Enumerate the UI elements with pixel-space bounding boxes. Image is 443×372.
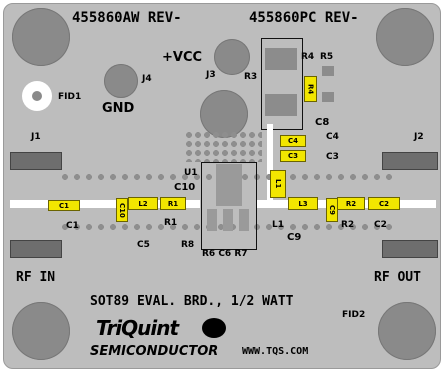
fiducial-1-dot: [32, 91, 42, 101]
l3-component: L3: [288, 197, 318, 210]
c4-component: C4: [280, 135, 306, 147]
r5-label: R5: [320, 52, 334, 62]
r1-label: R1: [164, 218, 178, 228]
c9-component: C9: [326, 198, 338, 222]
board-title: SOT89 EVAL. BRD., 1/2 WATT: [90, 294, 294, 309]
r4-component: R4: [304, 76, 317, 102]
rf-out-label: RF OUT: [374, 270, 421, 285]
u1-pin-mid: [223, 209, 233, 231]
j4-label: J4: [142, 74, 152, 84]
c2-label: C2: [374, 220, 387, 230]
c3-label: C3: [326, 152, 339, 162]
c5-label: C5: [137, 240, 150, 250]
l2-component: L2: [128, 197, 158, 210]
l1-component: L1: [270, 170, 286, 198]
c10-label: C10: [174, 182, 196, 193]
u1-center-pad: [216, 164, 242, 206]
c4-label: C4: [326, 132, 339, 142]
r8-label: R8: [181, 240, 195, 250]
c8-label: C8: [315, 117, 330, 128]
c1-label: C1: [66, 221, 79, 231]
bias-trace: [267, 124, 273, 200]
r4-label: R4: [301, 52, 315, 62]
r1-component: R1: [160, 197, 186, 210]
gnd-terminal-pad: [104, 64, 138, 98]
semiconductor-logo-text: SEMICONDUCTOR: [90, 344, 219, 359]
mounting-hole-bottom-left: [12, 302, 70, 360]
u1-pin-right: [239, 209, 249, 231]
website-url: WWW.TQS.COM: [242, 346, 309, 357]
r3-pad-bottom: [265, 94, 297, 116]
rf-out-connector-top: [382, 152, 438, 170]
mounting-hole-bottom-right: [378, 302, 436, 360]
via-grid-center: [186, 132, 262, 162]
vcc-label: +VCC: [162, 50, 203, 65]
r6-c6-r7-label: R6 C6 R7: [202, 249, 248, 259]
j2-label: J2: [414, 132, 424, 142]
r2-label: R2: [341, 220, 355, 230]
triquint-logo-name: TriQuint: [96, 316, 179, 340]
u1-pin-left: [207, 209, 217, 231]
mounting-hole-top-left: [12, 8, 70, 66]
thermal-pad: [200, 90, 248, 138]
triquint-logo-swoosh-icon: [202, 318, 226, 338]
c10-component: C10: [116, 198, 128, 222]
c2-component: C2: [368, 197, 400, 210]
c9-label: C9: [287, 232, 302, 243]
l1-label: L1: [272, 220, 284, 230]
j3-label: J3: [206, 70, 216, 80]
r3-pad-top: [265, 48, 297, 70]
u1-outline: [201, 162, 257, 250]
r5-pad-top: [322, 66, 334, 76]
rf-in-connector-top: [10, 152, 62, 170]
rf-input-trace: [10, 200, 200, 208]
rf-in-connector-bottom: [10, 240, 62, 258]
r2-component: R2: [337, 197, 365, 210]
j1-label: J1: [31, 132, 41, 142]
gnd-label: GND: [102, 101, 135, 116]
part-number-pc: 455860PC REV-: [249, 10, 359, 26]
c3-component: C3: [280, 150, 306, 162]
r3-outline: [261, 38, 303, 130]
r5-pad-bottom: [322, 92, 334, 102]
mounting-hole-top-right: [376, 8, 434, 66]
rf-out-connector-bottom: [382, 240, 438, 258]
pcb-board: 455860AW REV- 455860PC REV- FID1 J4 GND …: [3, 3, 441, 369]
r3-label: R3: [244, 72, 258, 82]
vcc-terminal-pad: [214, 39, 250, 75]
fid1-label: FID1: [58, 92, 82, 102]
c1-component: C1: [48, 200, 80, 211]
u1-label: U1: [184, 168, 198, 178]
rf-in-label: RF IN: [16, 270, 56, 285]
fid2-label: FID2: [342, 310, 366, 320]
part-number-aw: 455860AW REV-: [72, 10, 182, 26]
